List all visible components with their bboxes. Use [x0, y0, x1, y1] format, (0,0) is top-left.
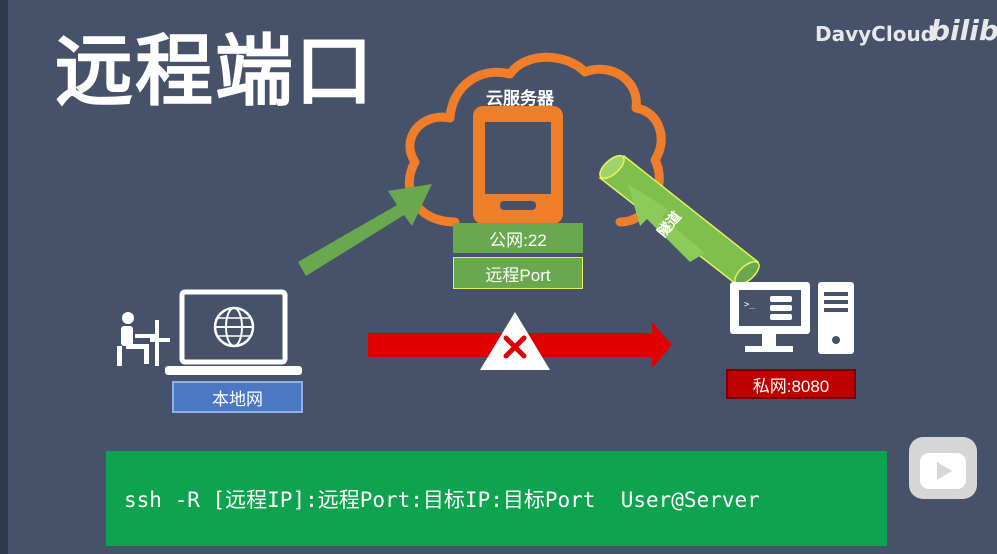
left-edge-strip: [0, 0, 8, 554]
svg-text:>_: >_: [744, 300, 755, 310]
bilibili-logo: bilibili: [930, 14, 997, 47]
cloud-icon: [404, 52, 666, 227]
desktop-computer-icon: >_: [730, 282, 854, 354]
cloud-server-label: 云服务器: [486, 89, 554, 109]
person-at-desk-icon: [117, 312, 170, 366]
tunnel-icon: [598, 154, 760, 286]
local-network-label: 本地网: [172, 381, 303, 413]
green-arrow-to-server: [298, 184, 432, 276]
phone-server-icon: [473, 106, 563, 224]
public-network-label: 公网:22: [453, 223, 583, 253]
page-title: 远程端口: [55, 27, 376, 117]
laptop-globe-icon: [165, 289, 302, 375]
private-network-label: 私网:8080: [726, 369, 856, 399]
command-text: ssh -R [远程IP]:远程Port:目标IP:目标Port User@Se…: [124, 487, 760, 512]
remote-port-label: 远程Port: [453, 257, 583, 289]
play-button[interactable]: [909, 437, 977, 499]
warning-triangle-icon: [480, 312, 550, 370]
command-box: ssh -R [远程IP]:远程Port:目标IP:目标Port User@Se…: [106, 451, 887, 546]
play-button-icon: [920, 441, 966, 489]
watermark-text: DavyCloud: [815, 22, 935, 46]
